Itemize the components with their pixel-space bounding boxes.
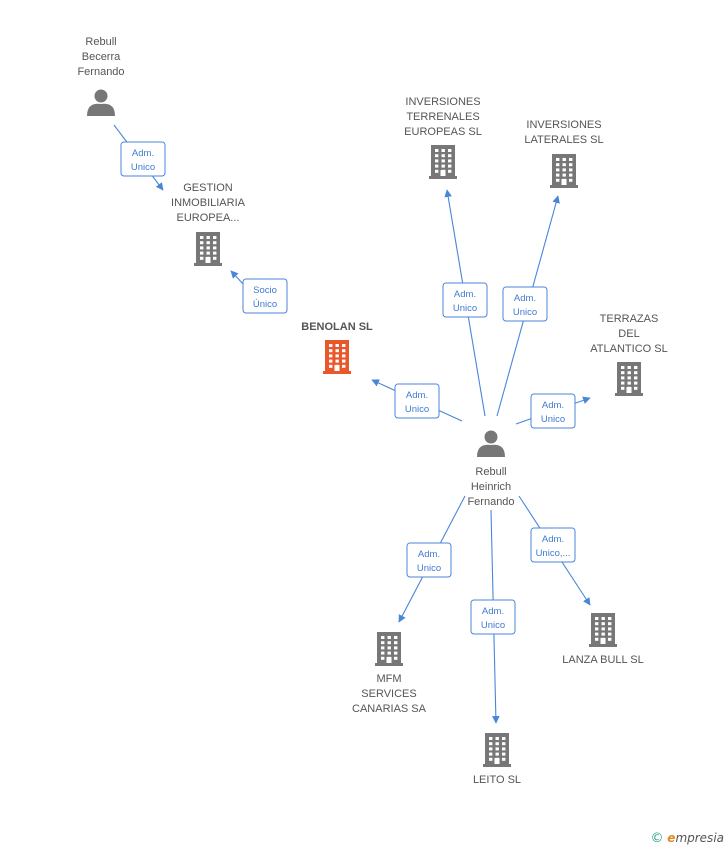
building-icon: [550, 154, 578, 188]
relation-label-box: [502, 286, 548, 322]
relation-label-text: Unico: [405, 404, 429, 415]
person-icon: [87, 89, 115, 116]
relation-label-box: [470, 599, 516, 635]
relation-label[interactable]: Adm. Unico: [530, 393, 576, 429]
node-label: Heinrich: [471, 481, 511, 493]
node-label: CANARIAS SA: [352, 703, 427, 715]
person-icon: [477, 430, 505, 457]
node-terrazas[interactable]: TERRAZAS DEL ATLANTICO SL: [590, 313, 668, 396]
relation-label-box: [530, 527, 576, 563]
brand-name: mpresia: [675, 831, 724, 845]
nodes-layer: RebullBecerraFernandoGESTIONINMOBILIARIA…: [77, 36, 667, 786]
relation-label[interactable]: Adm. Unico: [502, 286, 548, 322]
relation-label[interactable]: Adm. Unico: [394, 383, 440, 419]
relation-label-box: [120, 141, 166, 177]
node-label: DEL: [618, 328, 639, 340]
relation-label-text: Adm.: [514, 293, 536, 304]
building-icon: [483, 733, 511, 767]
relation-label[interactable]: Adm. Unico: [406, 542, 452, 578]
relation-label[interactable]: Adm. Unico: [470, 599, 516, 635]
node-label: TERRENALES: [406, 111, 479, 123]
relation-label[interactable]: Adm. Unico,...: [530, 527, 576, 563]
relation-label-text: Unico: [541, 414, 565, 425]
node-label: Becerra: [82, 51, 121, 63]
building-icon: [323, 340, 351, 374]
node-label: LATERALES SL: [524, 134, 603, 146]
node-label: Rebull: [85, 36, 116, 48]
node-label: Fernando: [77, 66, 124, 78]
relation-label-text: Unico: [417, 563, 441, 574]
relation-label-box: [394, 383, 440, 419]
node-lanza[interactable]: LANZA BULL SL: [562, 613, 644, 666]
node-label: INMOBILIARIA: [171, 197, 246, 209]
node-label: EUROPEA...: [177, 212, 240, 224]
node-label: EUROPEAS SL: [404, 126, 482, 138]
node-label: Fernando: [467, 496, 514, 508]
building-icon: [375, 632, 403, 666]
node-label: MFM: [376, 673, 401, 685]
node-label: BENOLAN SL: [301, 321, 373, 333]
relation-label-text: Adm.: [418, 549, 440, 560]
relation-label-text: Unico: [131, 162, 155, 173]
node-label: ATLANTICO SL: [590, 343, 667, 355]
node-label: LANZA BULL SL: [562, 654, 644, 666]
relation-label-box: [530, 393, 576, 429]
node-benolan[interactable]: BENOLAN SL: [301, 321, 373, 374]
node-mfm[interactable]: MFM SERVICES CANARIAS SA: [352, 632, 427, 715]
relation-label-text: Adm.: [132, 148, 154, 159]
relation-label-text: Unico: [453, 303, 477, 314]
relation-label-text: Unico: [513, 307, 537, 318]
relation-label-text: Adm.: [542, 400, 564, 411]
node-gestion[interactable]: GESTION INMOBILIARIA EUROPEA...: [171, 182, 246, 266]
brand-initial: e: [667, 831, 676, 845]
relation-label-box: [242, 278, 288, 314]
building-icon: [615, 362, 643, 396]
node-label: Rebull: [475, 466, 506, 478]
building-icon: [429, 145, 457, 179]
relation-label-text: Adm.: [406, 390, 428, 401]
relation-label-text: Unico,...: [536, 548, 571, 559]
node-label: LEITO SL: [473, 774, 521, 786]
relation-label-box: [442, 282, 488, 318]
relation-label[interactable]: Adm. Unico: [120, 141, 166, 177]
relation-label-text: Adm.: [542, 534, 564, 545]
brand-watermark: © empresia: [650, 831, 724, 846]
relation-label-text: Adm.: [454, 289, 476, 300]
node-label: GESTION: [183, 182, 233, 194]
building-icon: [194, 232, 222, 266]
node-inv_lat[interactable]: INVERSIONES LATERALES SL: [524, 119, 604, 188]
relation-label-text: Unico: [481, 620, 505, 631]
relation-label[interactable]: Adm. Unico: [442, 282, 488, 318]
copyright-symbol: ©: [650, 831, 664, 846]
relation-label-text: Adm.: [482, 606, 504, 617]
relation-label-box: [406, 542, 452, 578]
node-label: TERRAZAS: [600, 313, 659, 325]
node-inv_terr[interactable]: INVERSIONES TERRENALES EUROPEAS SL: [404, 96, 482, 179]
relation-label-text: Único: [253, 299, 277, 310]
relation-label-text: Socio: [253, 285, 277, 296]
node-label: SERVICES: [361, 688, 416, 700]
node-leito[interactable]: LEITO SL: [473, 733, 521, 786]
building-icon: [589, 613, 617, 647]
relation-labels-layer: Adm.UnicoSocioÚnicoAdm.UnicoAdm.UnicoAdm…: [120, 141, 576, 635]
node-label: INVERSIONES: [405, 96, 480, 108]
node-label: INVERSIONES: [526, 119, 601, 131]
